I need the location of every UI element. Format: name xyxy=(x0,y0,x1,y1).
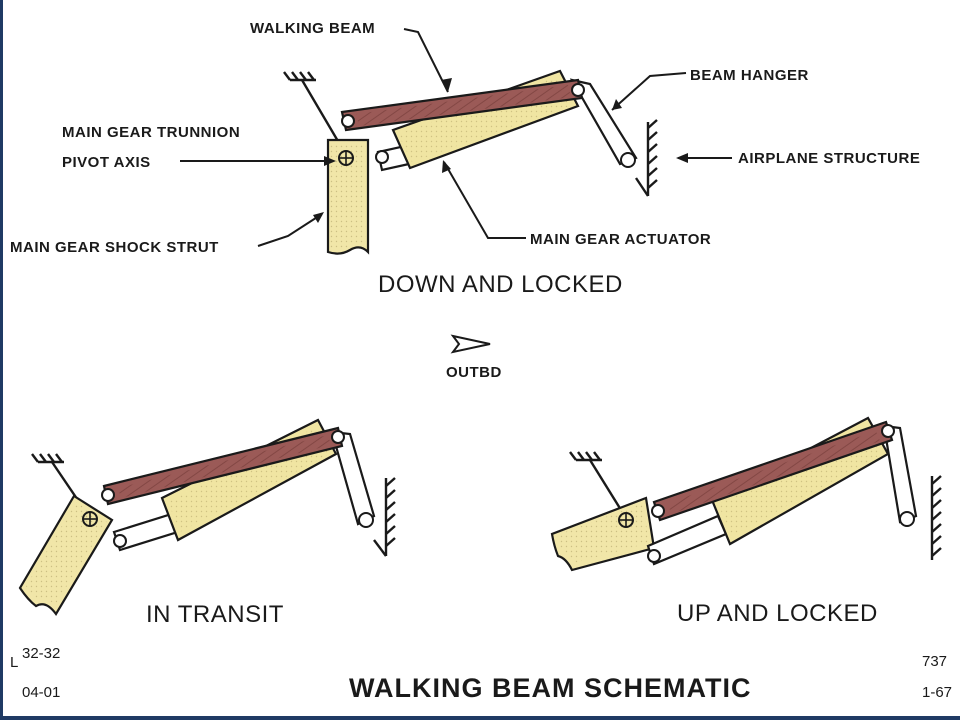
footer-marker: L xyxy=(10,654,18,671)
main-gear-actuator-leader xyxy=(443,161,526,239)
outboard-direction-arrow xyxy=(450,334,491,354)
hanger-structure-pin xyxy=(620,152,636,168)
label-main-gear-shock-strut: MAIN GEAR SHOCK STRUT xyxy=(10,239,219,256)
trunnion-ground-symbol xyxy=(283,71,344,149)
label-beam-hanger: BEAM HANGER xyxy=(690,67,809,84)
in-transit-beam-hanger xyxy=(330,430,376,526)
label-pivot-axis: PIVOT AXIS xyxy=(62,154,151,171)
in-transit-beam-hanger-pin xyxy=(331,430,345,444)
pivot-axis-symbol xyxy=(338,150,354,166)
label-outbd: OUTBD xyxy=(446,364,502,381)
airplane-structure-arrowhead xyxy=(676,153,688,163)
label-main-gear-actuator: MAIN GEAR ACTUATOR xyxy=(530,231,711,248)
label-airplane-structure: AIRPLANE STRUCTURE xyxy=(738,150,920,167)
walking-beam-leader xyxy=(403,28,449,93)
in-transit-strut-stipple xyxy=(26,502,107,605)
up-locked-beam-hanger xyxy=(882,424,918,524)
beam-trunnion-pin xyxy=(341,114,355,128)
airplane-structure-wall xyxy=(635,119,658,197)
label-walking-beam: WALKING BEAM xyxy=(250,20,375,37)
pivot-axis-arrowhead xyxy=(324,156,336,166)
footer-date: 1-67 xyxy=(922,684,952,701)
caption-down-and-locked: DOWN AND LOCKED xyxy=(378,271,623,298)
in-transit-hanger-structure-pin xyxy=(358,512,374,528)
main-gear-actuator-arrowhead xyxy=(442,160,451,173)
in-transit-view xyxy=(18,418,396,617)
down-and-locked-view xyxy=(283,69,658,255)
shock-strut-arrowhead xyxy=(313,212,324,223)
in-transit-structure-wall xyxy=(373,477,396,557)
up-locked-structure-wall xyxy=(930,475,942,560)
up-and-locked-view xyxy=(550,416,942,572)
in-transit-actuator-pin xyxy=(113,534,127,548)
frame-bottom-edge xyxy=(0,716,960,720)
up-locked-beam-hatch xyxy=(668,431,880,514)
callout-leaders xyxy=(180,28,732,247)
walking-beam-hatch xyxy=(356,85,571,126)
schematic-title: WALKING BEAM SCHEMATIC xyxy=(349,673,751,703)
walking-beam-arrowhead xyxy=(441,78,452,92)
in-transit-beam-trunnion-pin xyxy=(101,488,115,502)
caption-up-and-locked: UP AND LOCKED xyxy=(677,600,878,627)
beam-hanger-arrowhead xyxy=(612,99,622,110)
footer-ref-top: 32-32 xyxy=(22,645,60,662)
in-transit-pivot-axis-symbol xyxy=(82,511,98,527)
up-locked-beam-trunnion-pin xyxy=(651,504,665,518)
up-locked-beam-hanger-pin xyxy=(881,424,895,438)
up-locked-hanger-structure-pin xyxy=(899,511,915,527)
caption-in-transit: IN TRANSIT xyxy=(146,601,284,628)
in-transit-beam-hatch xyxy=(118,435,331,498)
shock-strut-leader xyxy=(257,213,323,247)
beam-hanger xyxy=(569,78,638,166)
frame-left-edge xyxy=(0,0,3,720)
label-main-gear-trunnion: MAIN GEAR TRUNNION xyxy=(62,124,240,141)
actuator-strut-pin xyxy=(375,150,389,164)
up-locked-pivot-axis-symbol xyxy=(618,512,634,528)
shock-strut-stipple xyxy=(330,144,366,250)
beam-hanger-leader xyxy=(611,72,687,111)
beam-hanger-pin xyxy=(571,83,585,97)
up-locked-actuator-pin xyxy=(647,549,661,563)
footer-model: 737 xyxy=(922,653,947,670)
footer-ref-bottom: 04-01 xyxy=(22,684,60,701)
